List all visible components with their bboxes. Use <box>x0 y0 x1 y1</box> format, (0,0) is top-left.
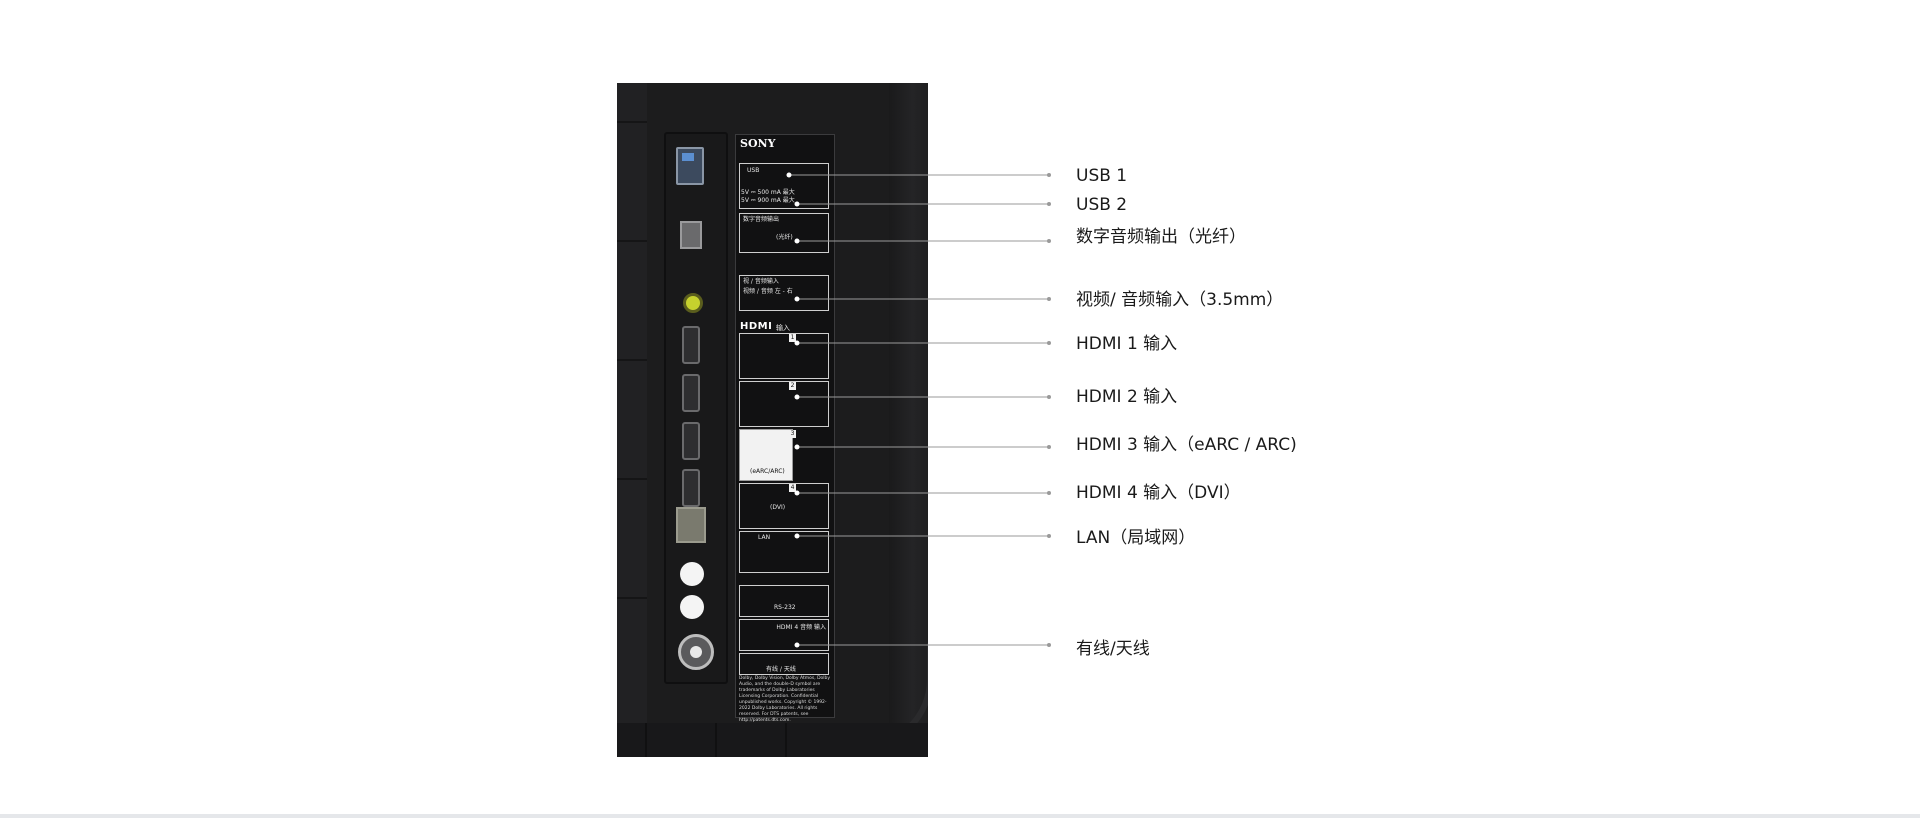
leader-lan-end-dot <box>1047 534 1051 538</box>
callout-antenna: 有线/天线 <box>1076 639 1150 659</box>
jack-column <box>664 132 728 684</box>
hdmi-port-1 <box>682 326 700 364</box>
hdmi2-label-box <box>739 381 829 427</box>
leader-hdmi-3-start-dot <box>794 444 800 450</box>
callout-hdmi-4: HDMI 4 输入（DVI） <box>1076 483 1241 503</box>
hdmi-number-2: 2 <box>789 382 796 390</box>
dvi-label: (DVI) <box>770 504 786 511</box>
printed-label-strip: SONY USB 5V ⎓ 500 mA 最大 5V ⎓ 900 mA 最大 数… <box>735 134 835 723</box>
leader-lan-start-dot <box>794 533 800 539</box>
panel-seam <box>617 359 647 361</box>
leader-hdmi-1-start-dot <box>794 340 800 346</box>
hdmi-number-4: 4 <box>789 484 796 492</box>
callout-hdmi-2: HDMI 2 输入 <box>1076 387 1178 407</box>
optical-label-box: 数字音频输出 (光纤) <box>739 213 829 253</box>
lan-port <box>676 507 706 543</box>
panel-seam <box>645 723 647 757</box>
callout-usb-1: USB 1 <box>1076 166 1128 186</box>
earc-label: (eARC/ARC) <box>750 468 785 475</box>
antenna-label-box: 有线 / 天线 <box>739 653 829 675</box>
usb-power-2: 5V ⎓ 900 mA 最大 <box>741 197 795 204</box>
leader-antenna-end-dot <box>1047 643 1051 647</box>
tv-rear-panel-photo: SONY USB 5V ⎓ 500 mA 最大 5V ⎓ 900 mA 最大 数… <box>617 83 928 757</box>
hdmi4-label-box: (DVI) <box>739 483 829 529</box>
sony-logo: SONY <box>740 137 776 150</box>
trademark-fine-print: Dolby, Dolby Vision, Dolby Atmos, Dolby … <box>739 676 831 723</box>
leader-usb-1-end-dot <box>1047 173 1051 177</box>
av-label: 视 / 音频输入 <box>743 278 779 285</box>
usb-label-box: USB 5V ⎓ 500 mA 最大 5V ⎓ 900 mA 最大 <box>739 163 829 209</box>
hdmi-port-4 <box>682 469 700 507</box>
usb-power-1: 5V ⎓ 500 mA 最大 <box>741 189 795 196</box>
leader-usb-2-end-dot <box>1047 202 1051 206</box>
hdmi1-label-box <box>739 333 829 379</box>
leader-optical-out-end-dot <box>1047 239 1051 243</box>
callout-lan: LAN（局域网） <box>1076 528 1196 548</box>
hdmi3-label-box: (eARC/ARC) <box>739 429 793 481</box>
hdmi4-audio-port <box>680 595 704 619</box>
hdmi-logo: HDMI <box>740 321 773 332</box>
lan-label-box: LAN <box>739 531 829 573</box>
panel-seam <box>617 478 647 480</box>
leader-hdmi-4-start-dot <box>794 490 800 496</box>
leader-usb-1-start-dot <box>786 172 792 178</box>
panel-seam <box>785 723 787 757</box>
rs232-label-box: RS-232 <box>739 585 829 617</box>
leader-hdmi-2-start-dot <box>794 394 800 400</box>
hdmi-number-1: 1 <box>789 334 796 342</box>
antenna-label: 有线 / 天线 <box>766 666 796 673</box>
optical-audio-port <box>680 221 702 249</box>
callout-hdmi-1: HDMI 1 输入 <box>1076 334 1178 354</box>
panel-left-strip <box>617 83 647 757</box>
leader-antenna-start-dot <box>794 642 800 648</box>
hdmi-port-2 <box>682 374 700 412</box>
leader-usb-2-start-dot <box>794 201 800 207</box>
rs232-port <box>680 562 704 586</box>
av-sub-label: 视频 / 音频 左 - 右 <box>743 288 793 295</box>
hdmi-number-3: 3 <box>789 430 796 438</box>
usb-port-1 <box>676 147 704 185</box>
callout-optical-out: 数字音频输出（光纤） <box>1076 227 1246 247</box>
hdmi4-audio-label-box: HDMI 4 音频 输入 <box>739 619 829 651</box>
bottom-rule <box>0 814 1920 818</box>
hdmi-input-label: 输入 <box>776 324 790 332</box>
av-input-port <box>683 293 703 313</box>
leader-av-input-end-dot <box>1047 297 1051 301</box>
leader-hdmi-3-end-dot <box>1047 445 1051 449</box>
panel-bottom-blocks <box>617 723 928 757</box>
panel-seam <box>617 121 647 123</box>
leader-hdmi-1-end-dot <box>1047 341 1051 345</box>
panel-seam <box>617 597 647 599</box>
antenna-port <box>678 634 714 670</box>
lan-label: LAN <box>758 534 771 541</box>
leader-optical-out-start-dot <box>794 238 800 244</box>
panel-seam <box>617 240 647 242</box>
hdmi4-audio-label: HDMI 4 音频 输入 <box>776 624 826 631</box>
rs232-label: RS-232 <box>774 604 796 611</box>
panel-seam <box>715 723 717 757</box>
leader-hdmi-2-end-dot <box>1047 395 1051 399</box>
callout-usb-2: USB 2 <box>1076 195 1128 215</box>
usb-label: USB <box>747 167 760 174</box>
leader-hdmi-4-end-dot <box>1047 491 1051 495</box>
callout-hdmi-3: HDMI 3 输入（eARC / ARC) <box>1076 435 1297 455</box>
leader-av-input-start-dot <box>794 296 800 302</box>
hdmi-port-3 <box>682 422 700 460</box>
optical-label: 数字音频输出 <box>743 216 780 223</box>
callout-av-input: 视频/ 音频输入（3.5mm） <box>1076 290 1284 310</box>
optical-sub-label: (光纤) <box>776 234 793 241</box>
av-label-box: 视 / 音频输入 视频 / 音频 左 - 右 <box>739 275 829 311</box>
